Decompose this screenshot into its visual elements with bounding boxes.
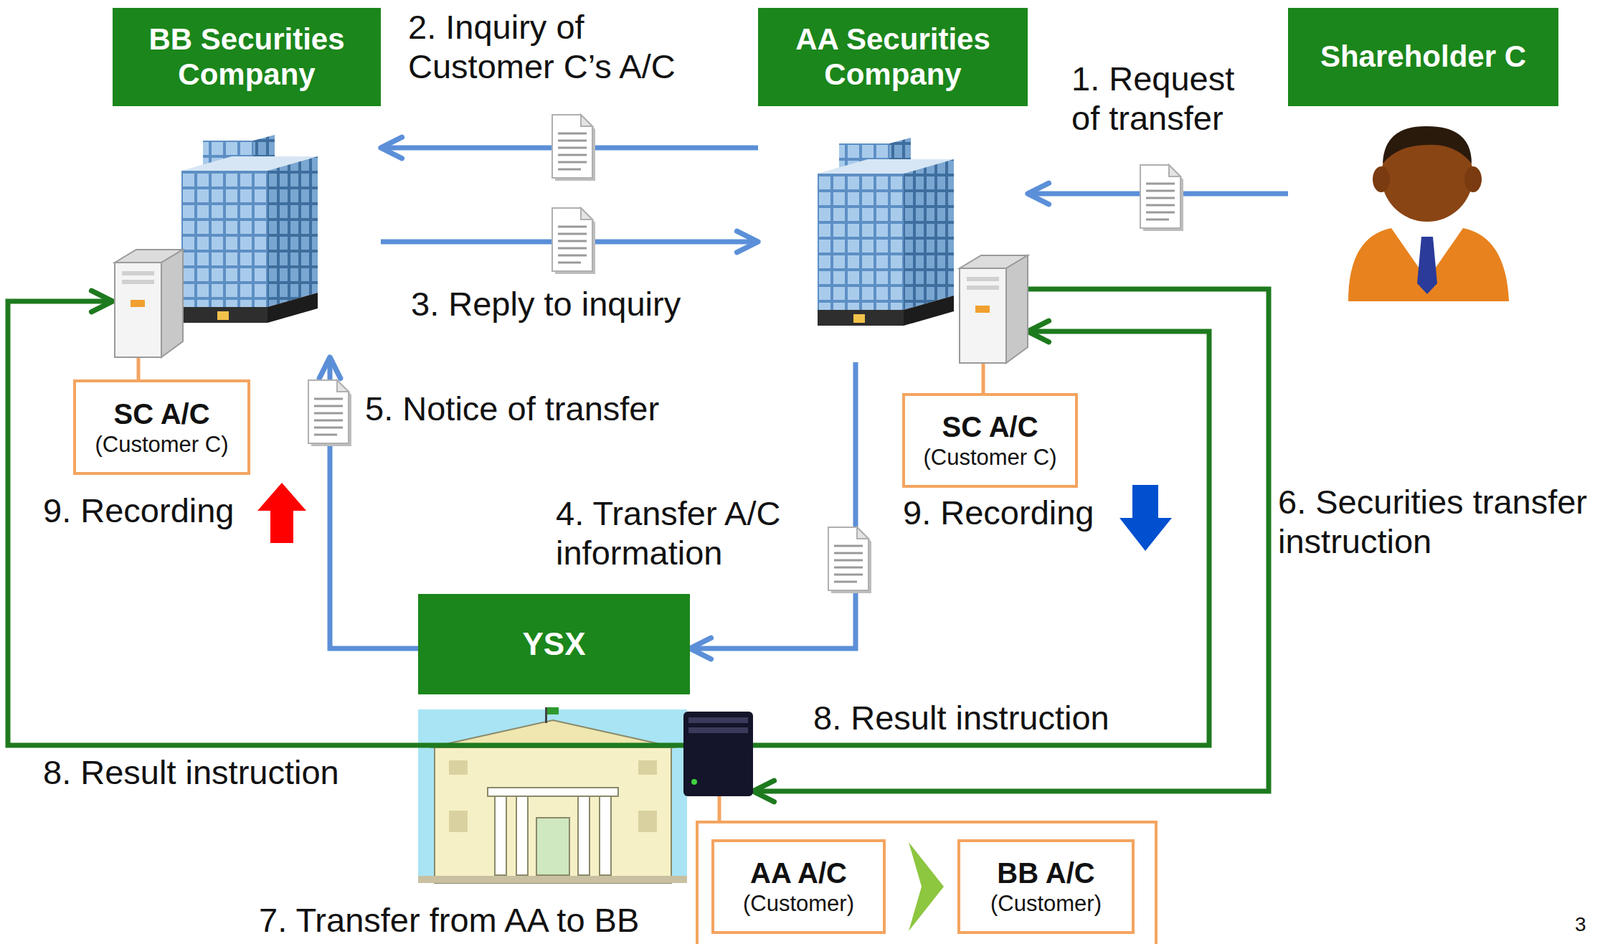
depository-server (683, 711, 754, 797)
edge-label: 8. Result instruction (813, 697, 1110, 738)
account-register-outline (697, 796, 1157, 944)
node-title: YSX (522, 626, 586, 662)
document-icon (308, 380, 352, 447)
bank-illustration (599, 796, 612, 875)
node-subtitle: (Customer C) (94, 431, 229, 458)
bank-illustration (487, 787, 619, 875)
edge-label: 5. Notice of transfer (365, 388, 660, 429)
node-title: BB Securities Company (112, 7, 381, 107)
bank-illustration (418, 709, 688, 883)
node-title: SC A/C (941, 409, 1038, 444)
bank-illustration (638, 810, 657, 832)
shareholder-figure (1348, 126, 1509, 302)
node-title: SC A/C (113, 396, 210, 432)
increase-arrow (257, 482, 307, 543)
account-box: SC A/C(Customer C) (902, 393, 1078, 488)
account-box: SC A/C(Customer C) (73, 379, 251, 475)
depository-server (691, 778, 698, 785)
document-icon (308, 380, 352, 447)
step-label: 9. Recording (43, 490, 235, 530)
flow-arrow (136, 357, 141, 380)
decrease-arrow (1119, 484, 1172, 551)
aa-server (959, 255, 1028, 363)
bank-illustration (547, 707, 559, 715)
bb-server (114, 249, 183, 358)
bank-illustration (448, 760, 657, 832)
depository-server (688, 727, 749, 733)
bank-illustration (418, 875, 688, 883)
decrease-arrow (1119, 484, 1172, 551)
node-title: AA Securities Company (758, 7, 1028, 107)
bank-illustration (545, 707, 548, 723)
bank-illustration (448, 810, 468, 832)
edge-label: 2. Inquiry of Customer C’s A/C (408, 7, 710, 87)
document-icon (552, 114, 596, 181)
shareholder-figure (1382, 126, 1472, 164)
node-subtitle: (Customer C) (922, 443, 1057, 471)
bb-server (114, 249, 183, 358)
company-node: AA Securities Company (758, 7, 1028, 363)
document-icon (552, 114, 596, 181)
account-box: AA A/C(Customer) (711, 839, 886, 934)
shareholder-node: Shareholder C (1288, 7, 1559, 299)
page-number: 3 (1574, 912, 1587, 936)
bank-illustration (494, 796, 507, 875)
document-icon (828, 527, 872, 594)
shareholder-figure (1348, 228, 1509, 302)
shareholder-figure (1372, 166, 1390, 193)
bank-illustration (448, 760, 468, 775)
step-label: 9. Recording (902, 492, 1095, 533)
shareholder-figure (1464, 166, 1482, 193)
flow-arrow (981, 362, 986, 394)
node-subtitle: (Customer) (742, 890, 855, 917)
node-title: Shareholder C (1288, 7, 1559, 107)
bank-illustration (434, 745, 672, 883)
shareholder-figure (1417, 236, 1438, 295)
aa-server (959, 255, 1028, 363)
edge-label: 1. Request of transfer (1071, 58, 1266, 139)
aa-building (817, 137, 954, 326)
bank-illustration (487, 787, 619, 797)
flow-arrow (753, 331, 1210, 746)
document-icon (1140, 164, 1184, 231)
edge-label: 3. Reply to inquiry (410, 283, 681, 324)
node-subtitle: (Customer) (990, 890, 1102, 917)
bb-building (181, 134, 318, 323)
exchange-box: YSX (418, 593, 690, 695)
bb-building (181, 134, 318, 323)
depository-node: 7. Transfer from AA to BB (254, 706, 754, 944)
bank-illustration (578, 796, 590, 875)
node-title: BB A/C (996, 855, 1095, 891)
node-title: 7. Transfer from AA to BB (258, 900, 639, 940)
edge-label: 8. Result instruction (43, 752, 340, 792)
increase-arrow (257, 482, 307, 543)
transfer-chevron (908, 841, 944, 931)
document-icon (552, 207, 596, 274)
company-node: BB Securities Company (112, 7, 381, 358)
document-icon (552, 207, 596, 274)
document-icon (828, 527, 872, 594)
bank-illustration (516, 796, 528, 875)
flow-arrow (753, 289, 1269, 792)
document-icon (1140, 164, 1184, 231)
account-register-outline (717, 796, 722, 822)
depository-server (688, 717, 749, 723)
account-register-outline (697, 821, 1157, 944)
depository-server (683, 711, 754, 797)
edge-label: 4. Transfer A/C information (555, 493, 822, 574)
bank-illustration (536, 817, 570, 875)
account-box: BB A/C(Customer) (957, 839, 1135, 934)
edge-label: 6. Securities transfer instruction (1277, 481, 1594, 562)
bank-illustration (638, 760, 657, 775)
bank-illustration (418, 707, 688, 883)
aa-building (817, 137, 954, 326)
node-title: AA A/C (750, 855, 847, 891)
